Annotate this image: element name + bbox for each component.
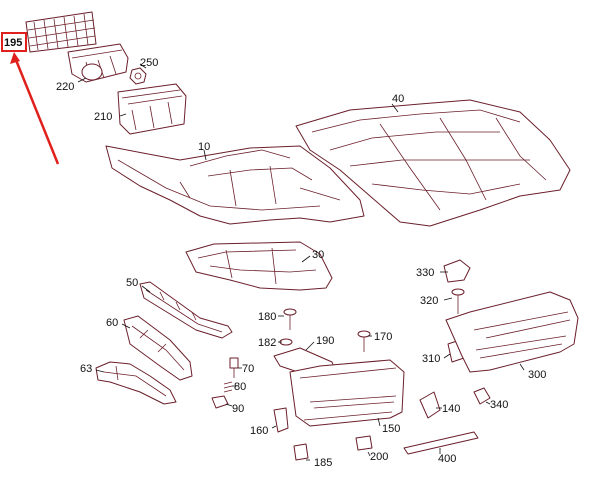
part-80-spring[interactable] [223, 381, 233, 393]
part-340-plug[interactable] [473, 387, 491, 405]
label-200: 200 [370, 451, 388, 463]
part-50-rail[interactable] [139, 281, 233, 339]
highlight-label: 195 [4, 37, 22, 49]
part-40-floor-panel[interactable] [295, 99, 571, 227]
label-90: 90 [232, 403, 244, 415]
highlight-box [1, 32, 27, 52]
part-63-side-trim[interactable] [95, 361, 177, 405]
label-160: 160 [250, 425, 268, 437]
label-170: 170 [374, 331, 392, 343]
highlight-arrow [14, 59, 60, 165]
label-180: 180 [258, 311, 276, 323]
label-70: 70 [242, 363, 254, 375]
part-160-clip[interactable] [273, 407, 289, 433]
part-210-duct-box[interactable] [117, 83, 187, 135]
part-330-plug[interactable] [443, 259, 471, 283]
label-250: 250 [140, 57, 158, 69]
label-330: 330 [416, 267, 434, 279]
label-400: 400 [438, 453, 456, 465]
label-40: 40 [392, 93, 404, 105]
part-180-screw[interactable] [283, 308, 297, 330]
part-250-nut[interactable] [129, 67, 147, 85]
part-10-floor-panel[interactable] [105, 145, 365, 225]
label-182: 182 [258, 337, 276, 349]
label-50: 50 [126, 277, 138, 289]
leader-lines [77, 63, 525, 461]
label-300: 300 [528, 369, 546, 381]
label-60: 60 [106, 317, 118, 329]
callout-labels: 220 250 210 40 10 30 330 50 320 60 180 1… [56, 57, 546, 469]
part-90-bracket[interactable] [211, 395, 229, 409]
label-220: 220 [56, 81, 74, 93]
part-70-clip[interactable] [229, 357, 239, 378]
part-170-screw[interactable] [357, 330, 371, 352]
label-150: 150 [382, 423, 400, 435]
label-30: 30 [312, 249, 324, 261]
label-320: 320 [420, 295, 438, 307]
part-300-step[interactable] [445, 291, 579, 373]
part-30-panel[interactable] [185, 241, 333, 291]
part-320-screw[interactable] [451, 288, 465, 314]
highlight-195[interactable]: 195 [1, 32, 60, 165]
part-60-side-trim[interactable] [123, 315, 193, 381]
label-10: 10 [198, 141, 210, 153]
label-140: 140 [442, 403, 460, 415]
part-195-net[interactable] [25, 11, 97, 53]
highlight-arrow-head [10, 52, 20, 64]
part-185-cap[interactable] [293, 443, 309, 461]
part-150-step[interactable] [289, 359, 405, 427]
label-210: 210 [94, 111, 112, 123]
label-185: 185 [314, 457, 332, 469]
label-80: 80 [234, 381, 246, 393]
label-63: 63 [80, 363, 92, 375]
label-310: 310 [422, 353, 440, 365]
part-140-grip[interactable] [419, 391, 441, 419]
part-400-strip[interactable] [403, 431, 479, 455]
label-340: 340 [490, 399, 508, 411]
part-200-clip[interactable] [355, 435, 373, 451]
part-220-air-duct[interactable] [67, 43, 129, 83]
label-190: 190 [316, 335, 334, 347]
